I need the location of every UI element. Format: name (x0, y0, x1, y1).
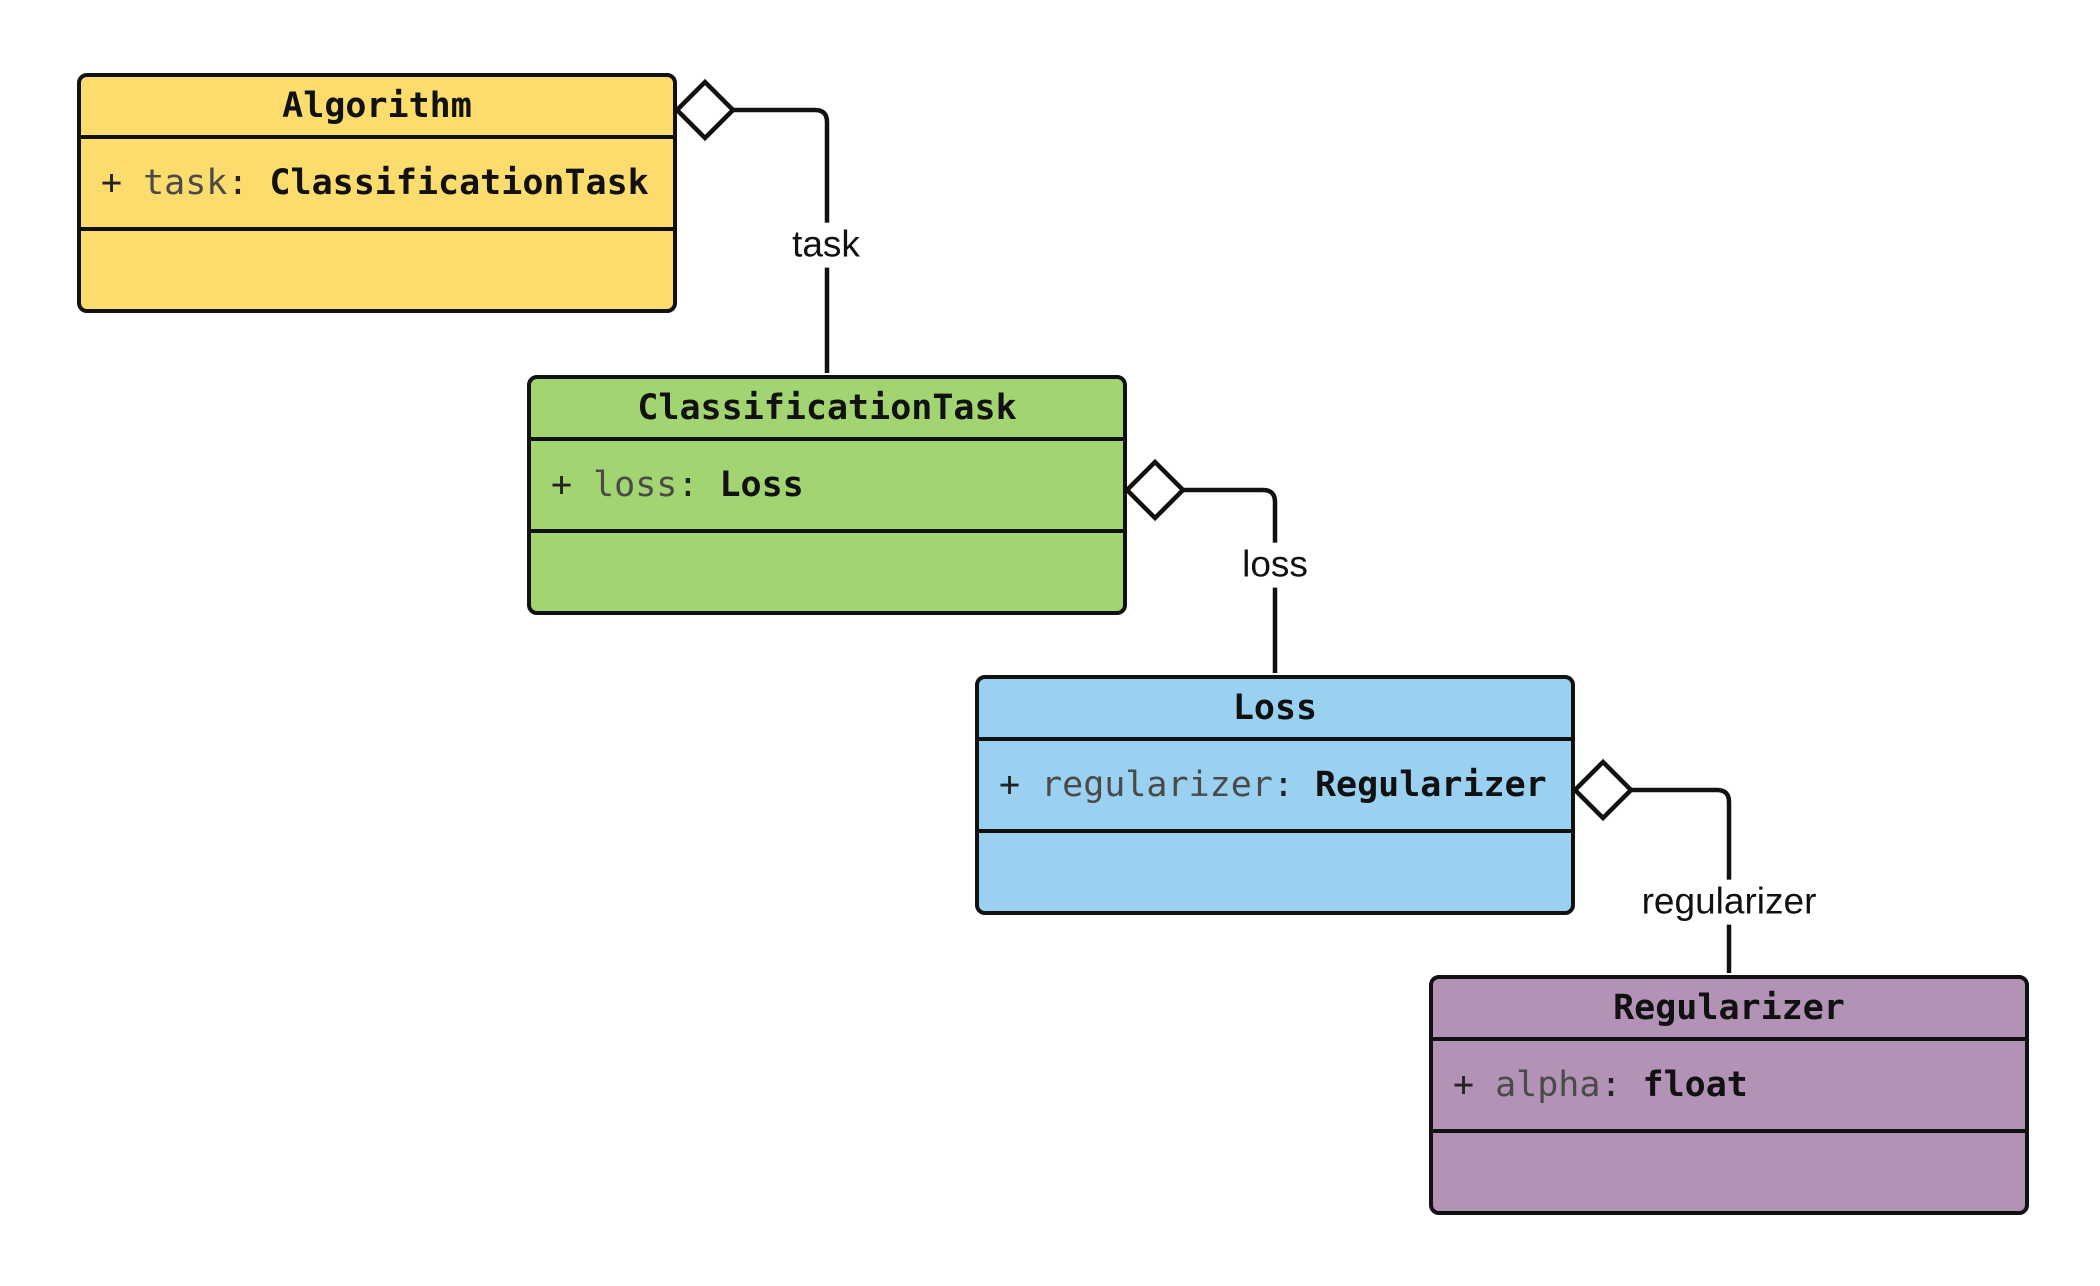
class-box-classificationtask: ClassificationTask + loss: Loss (527, 375, 1127, 615)
class-attribute: + alpha: float (1433, 1041, 2025, 1133)
class-box-loss: Loss + regularizer: Regularizer (975, 675, 1575, 915)
aggregation-diamond-icon (673, 78, 737, 142)
attribute-separator: : (677, 465, 699, 505)
attribute-type: Loss (719, 465, 804, 505)
attribute-name: loss (593, 465, 678, 505)
attribute-type: Regularizer (1314, 765, 1547, 805)
attribute-separator: : (227, 163, 249, 203)
relation-label-task: task (784, 222, 868, 268)
relation-label-regularizer: regularizer (1633, 879, 1825, 925)
attribute-name: task (143, 163, 228, 203)
attribute-name: regularizer (1041, 765, 1273, 805)
attribute-visibility: + (101, 163, 123, 203)
relation-label-loss: loss (1234, 542, 1316, 588)
attribute-type: ClassificationTask (269, 163, 649, 203)
attribute-visibility: + (999, 765, 1021, 805)
attribute-visibility: + (1453, 1065, 1475, 1105)
attribute-name: alpha (1495, 1065, 1601, 1105)
class-methods-empty (531, 533, 1123, 611)
attribute-separator: : (1600, 1065, 1622, 1105)
class-title: Algorithm (81, 77, 673, 139)
class-attribute: + loss: Loss (531, 441, 1123, 533)
class-title: Loss (979, 679, 1571, 741)
class-box-regularizer: Regularizer + alpha: float (1429, 975, 2029, 1215)
class-methods-empty (979, 833, 1571, 911)
aggregation-diamond-icon (1571, 758, 1635, 822)
class-title: Regularizer (1433, 979, 2025, 1041)
class-title: ClassificationTask (531, 379, 1123, 441)
aggregation-diamond-icon (1123, 458, 1187, 522)
attribute-type: float (1642, 1065, 1748, 1105)
relation-regularizer (1571, 758, 1732, 973)
class-attribute: + task: ClassificationTask (81, 139, 673, 231)
attribute-separator: : (1272, 765, 1294, 805)
class-methods-empty (1433, 1133, 2025, 1211)
attribute-visibility: + (551, 465, 573, 505)
class-methods-empty (81, 231, 673, 309)
class-box-algorithm: Algorithm + task: ClassificationTask (77, 73, 677, 313)
class-attribute: + regularizer: Regularizer (979, 741, 1571, 833)
